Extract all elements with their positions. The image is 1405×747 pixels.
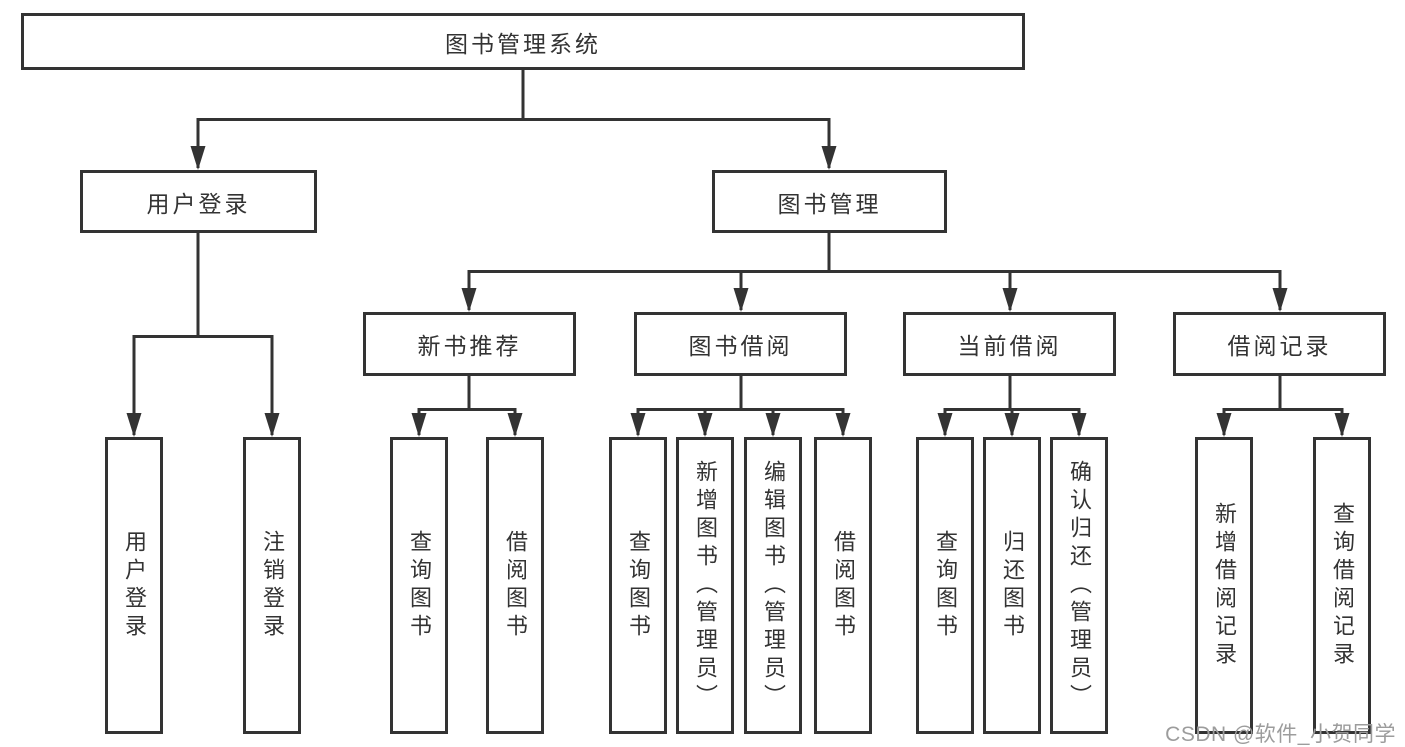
leaf-label: 查询借阅记录 bbox=[1330, 501, 1355, 670]
leaf-add-borrow-record: 新增借阅记录 bbox=[1195, 437, 1253, 734]
leaf-label: 用户登录 bbox=[122, 529, 147, 642]
node-book-borrowing: 图书借阅 bbox=[634, 312, 847, 376]
leaf-label: 新增图书（管理员） bbox=[693, 459, 718, 712]
leaf-label: 借阅图书 bbox=[503, 529, 528, 642]
leaf-label: 查询图书 bbox=[626, 529, 651, 642]
leaf-borrow-books-recommend: 借阅图书 bbox=[486, 437, 544, 734]
leaf-label: 确认归还（管理员） bbox=[1067, 459, 1092, 712]
leaf-label: 注销登录 bbox=[260, 529, 285, 642]
leaf-label: 归还图书 bbox=[1000, 529, 1025, 642]
leaf-add-books-admin: 新增图书（管理员） bbox=[676, 437, 734, 734]
node-new-book-recommend: 新书推荐 bbox=[363, 312, 576, 376]
leaf-label: 查询图书 bbox=[933, 529, 958, 642]
leaf-logout: 注销登录 bbox=[243, 437, 301, 734]
node-root-system: 图书管理系统 bbox=[21, 13, 1025, 70]
node-user-login: 用户登录 bbox=[80, 170, 317, 233]
leaf-label: 查询图书 bbox=[407, 529, 432, 642]
leaf-borrow-books: 借阅图书 bbox=[814, 437, 872, 734]
leaf-user-login: 用户登录 bbox=[105, 437, 163, 734]
csdn-watermark: CSDN @软件_小贺同学 bbox=[1165, 723, 1396, 746]
leaf-query-books-current: 查询图书 bbox=[916, 437, 974, 734]
node-current-borrowing: 当前借阅 bbox=[903, 312, 1116, 376]
leaf-return-books: 归还图书 bbox=[983, 437, 1041, 734]
connector-paths bbox=[132, 68, 1344, 435]
leaf-label: 借阅图书 bbox=[831, 529, 856, 642]
node-borrowing-records: 借阅记录 bbox=[1173, 312, 1386, 376]
node-book-management: 图书管理 bbox=[712, 170, 947, 233]
leaf-query-borrow-record: 查询借阅记录 bbox=[1313, 437, 1371, 734]
leaf-query-books-recommend: 查询图书 bbox=[390, 437, 448, 734]
leaf-query-books-borrowing: 查询图书 bbox=[609, 437, 667, 734]
leaf-label: 新增借阅记录 bbox=[1212, 501, 1237, 670]
leaf-edit-books-admin: 编辑图书（管理员） bbox=[744, 437, 802, 734]
leaf-confirm-return-admin: 确认归还（管理员） bbox=[1050, 437, 1108, 734]
leaf-label: 编辑图书（管理员） bbox=[761, 459, 786, 712]
